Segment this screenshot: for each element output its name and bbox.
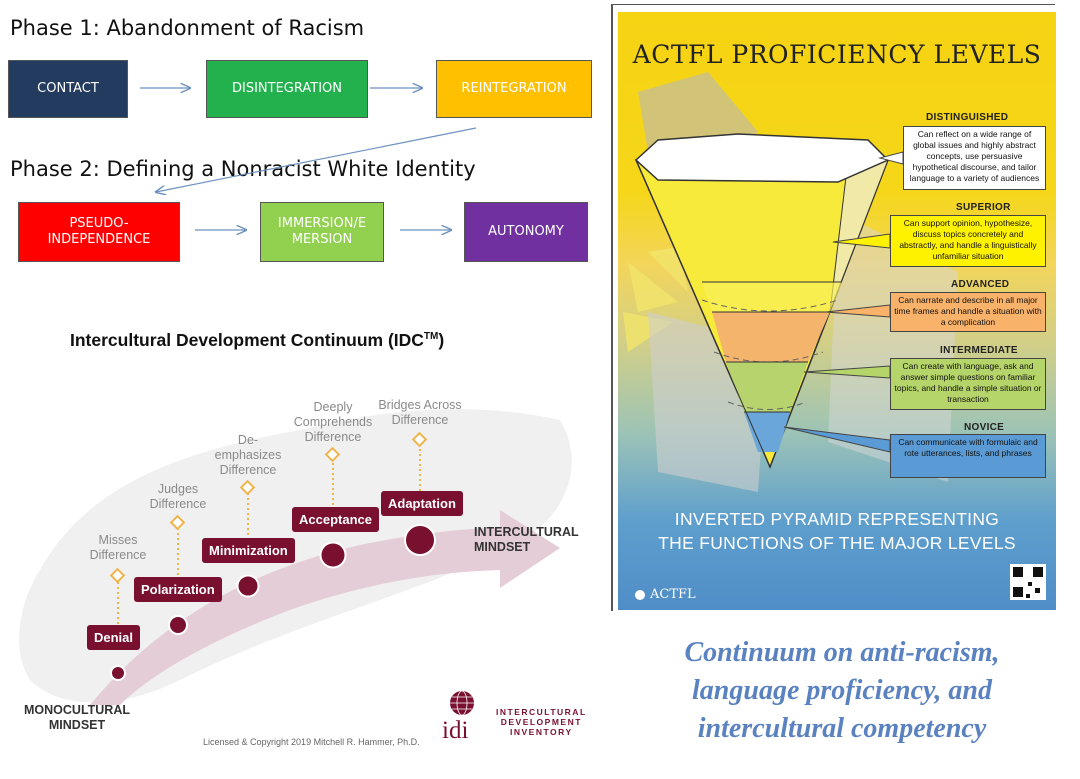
autonomy-label: AUTONOMY	[488, 224, 564, 239]
immersion-emersion-label: IMMERSION/E MERSION	[277, 216, 367, 247]
callout-novice: Can communicate with formulaic and rote …	[890, 434, 1046, 478]
stage-dot-minimization	[236, 574, 260, 598]
stage-dot-denial	[110, 665, 126, 681]
descriptor-judges: Judges Difference	[149, 482, 207, 511]
idc-title: Intercultural Development Continuum (IDC…	[70, 330, 444, 351]
callout-advanced: Can narrate and describe in all major ti…	[890, 292, 1046, 332]
stage-polarization: Polarization	[134, 577, 222, 602]
phase-arrows	[140, 0, 477, 300]
brush-background	[19, 409, 572, 703]
idc-title-close: )	[438, 330, 445, 350]
phase2-title: Phase 2: Defining a Nonracist White Iden…	[10, 157, 476, 181]
marker-diamond	[411, 431, 428, 448]
marker-diamond	[109, 567, 126, 584]
pyramid-caption: INVERTED PYRAMID REPRESENTING THE FUNCTI…	[658, 509, 1016, 553]
idc-tm: TM	[423, 331, 439, 343]
disintegration-box: DISINTEGRATION	[206, 60, 368, 118]
level-advanced: ADVANCED	[951, 279, 1010, 290]
stage-dot-acceptance	[319, 541, 347, 569]
idc-copyright: Licensed & Copyright 2019 Mitchell R. Ha…	[203, 737, 420, 747]
globe-icon	[450, 690, 474, 716]
descriptor-bridges: Bridges Across Difference	[378, 398, 462, 427]
idi-logo-text: idi	[442, 717, 469, 744]
disintegration-label: DISINTEGRATION	[231, 81, 342, 96]
arrow-reintegration-pseudo	[156, 127, 477, 192]
idc-diagram	[19, 409, 572, 705]
idi-logo-name: INTERCULTURAL DEVELOPMENT INVENTORY	[496, 707, 587, 737]
level-novice: NOVICE	[964, 422, 1005, 433]
stage-adaptation: Adaptation	[381, 491, 463, 516]
callout-distinguished: Can reflect on a wide range of global is…	[903, 126, 1046, 190]
callout-superior: Can support opinion, hypothesize, discus…	[890, 215, 1046, 267]
level-intermediate: INTERMEDIATE	[940, 345, 1018, 356]
contact-label: CONTACT	[37, 81, 99, 96]
level-superior: SUPERIOR	[956, 202, 1011, 213]
level-distinguished: DISTINGUISHED	[926, 112, 1009, 123]
actfl-poster: ACTFL PROFICIENCY LEVELS DISTINGUISHED C…	[618, 12, 1056, 610]
stage-dot-polarization	[168, 615, 188, 635]
stage-minimization: Minimization	[202, 538, 295, 563]
actfl-title: ACTFL PROFICIENCY LEVELS	[632, 40, 1042, 69]
descriptor-de-emphasizes: De- emphasizes Difference	[214, 433, 282, 477]
intercultural-mindset: INTERCULTURAL MINDSET	[474, 525, 579, 554]
actfl-logo: ACTFL	[650, 587, 696, 602]
immersion-emersion-box: IMMERSION/E MERSION	[260, 202, 384, 262]
phase1-title: Phase 1: Abandonment of Racism	[10, 16, 365, 40]
stage-dot-adaptation	[404, 524, 436, 556]
descriptor-misses: Misses Difference	[89, 533, 147, 562]
poster-frame-top	[611, 4, 1055, 5]
pseudo-independence-box: PSEUDO- INDEPENDENCE	[18, 202, 180, 262]
marker-diamond	[324, 446, 341, 463]
poster-frame-left	[611, 4, 613, 611]
descriptor-deeply: Deeply Comprehends Difference	[293, 400, 373, 444]
monocultural-mindset: MONOCULTURAL MINDSET	[24, 703, 130, 732]
marker-diamond	[239, 479, 256, 496]
contact-box: CONTACT	[8, 60, 128, 118]
reintegration-label: REINTEGRATION	[461, 81, 567, 96]
continuum-arrow	[90, 510, 560, 705]
stage-acceptance: Acceptance	[292, 507, 379, 532]
callout-intermediate: Can create with language, ask and answer…	[890, 358, 1046, 410]
figure-caption: Continuum on anti-racism, language profi…	[684, 637, 1000, 744]
pyramid-graphic	[623, 72, 1046, 600]
autonomy-box: AUTONOMY	[464, 202, 588, 262]
stage-denial: Denial	[87, 625, 141, 650]
reintegration-box: REINTEGRATION	[436, 60, 592, 118]
idc-title-text: Intercultural Development Continuum (IDC	[70, 330, 424, 350]
marker-diamond	[169, 514, 186, 531]
pseudo-independence-label: PSEUDO- INDEPENDENCE	[47, 216, 151, 247]
